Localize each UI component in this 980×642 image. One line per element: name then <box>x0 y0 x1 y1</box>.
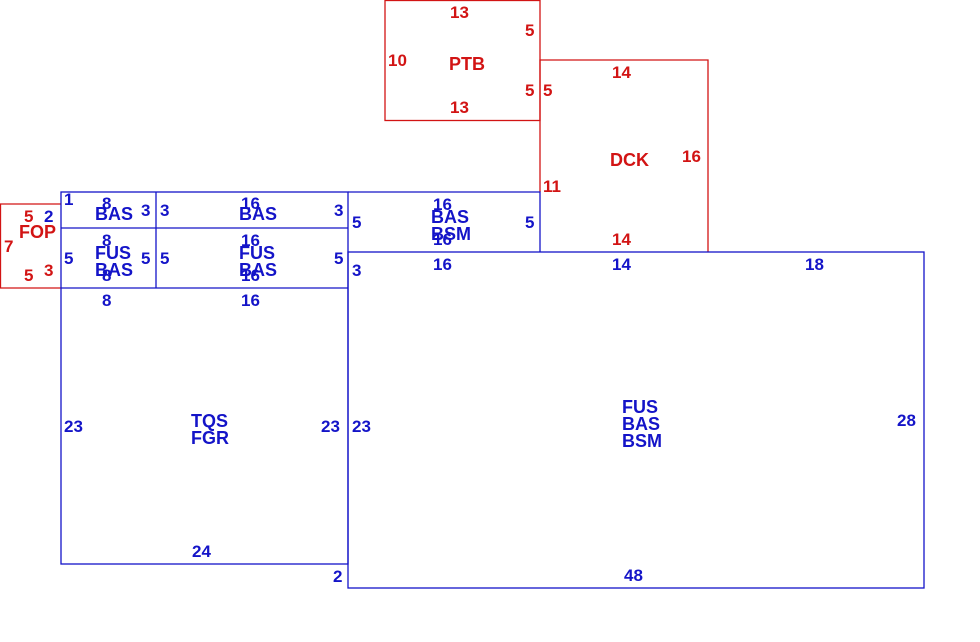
dck-dim-left-a: 5 <box>543 81 552 100</box>
left-middle-label-2: BAS <box>95 260 133 280</box>
lower-left-dim-top-b: 16 <box>241 291 260 310</box>
dck-dim-left-b: 11 <box>543 177 561 196</box>
ptb-dim-bottom: 13 <box>450 98 469 117</box>
dck-dim-top: 14 <box>612 63 631 82</box>
ptb-dim-left: 10 <box>388 51 407 70</box>
left-middle-dim-top: 8 <box>102 231 111 250</box>
dck-code: DCK <box>610 150 649 170</box>
lower-left-dim-corner: 2 <box>333 567 342 586</box>
center-upper-dim-top: 16 <box>241 194 260 213</box>
center-middle-label-1: FUS <box>239 243 275 263</box>
left-middle-dim-right: 5 <box>141 249 150 268</box>
left-upper-dim-right: 3 <box>141 201 150 220</box>
left-upper-dim-top: 8 <box>102 194 111 213</box>
lower-right-dim-bottom: 48 <box>624 566 643 585</box>
lower-left-dim-right: 23 <box>321 417 340 436</box>
dck-dim-bottom: 14 <box>612 230 631 249</box>
dck-dim-right: 16 <box>682 147 701 166</box>
fop-outline <box>0 203 61 289</box>
right-upper-dim-bottom: 16 <box>433 230 452 249</box>
left-upper-label-1: BAS <box>95 204 133 224</box>
lower-right-dim-top-b: 14 <box>612 255 631 274</box>
center-middle-label-2: BAS <box>239 260 277 280</box>
right-upper-label-1: BAS <box>431 207 469 227</box>
lower-left-dim-left: 23 <box>64 417 83 436</box>
left-upper-dim-corner: 1 <box>64 190 73 209</box>
right-upper-dim-top: 16 <box>433 195 452 214</box>
lower-right-outline <box>347 251 925 589</box>
ptb-code: PTB <box>449 54 485 74</box>
fop-code: FOP <box>19 222 56 242</box>
lower-right-dim-top-a: 16 <box>433 255 452 274</box>
center-middle-dim-right: 5 <box>334 249 343 268</box>
lower-left-label-1: TQS <box>191 411 228 431</box>
left-middle-label-1: FUS <box>95 243 131 263</box>
right-upper-dim-right: 5 <box>525 213 534 232</box>
lower-right-label-2: BAS <box>622 414 660 434</box>
fop-dim-right-b: 3 <box>44 261 53 280</box>
center-middle-dim-bottom: 16 <box>241 266 260 285</box>
ptb-dim-top: 13 <box>450 3 469 22</box>
left-middle-dim-left: 5 <box>64 249 73 268</box>
center-middle-dim-left: 5 <box>160 249 169 268</box>
center-upper-label-1: BAS <box>239 204 277 224</box>
lower-right-label-1: FUS <box>622 397 658 417</box>
fop-dim-left: 7 <box>4 237 13 256</box>
lower-right-dim-notch: 3 <box>352 261 361 280</box>
ptb-dim-right-b: 5 <box>525 81 534 100</box>
lower-right-dim-right: 28 <box>897 411 916 430</box>
fop-dim-top: 5 <box>24 207 33 226</box>
right-upper-label-2: BSM <box>431 224 471 244</box>
fop-dim-right-a: 2 <box>44 207 53 226</box>
center-middle-dim-top: 16 <box>241 231 260 250</box>
lower-right-dim-left: 23 <box>352 417 371 436</box>
left-middle-dim-bottom: 8 <box>102 266 111 285</box>
center-upper-dim-right: 3 <box>334 201 343 220</box>
lower-left-label-2: FGR <box>191 428 229 448</box>
ptb-dim-right-a: 5 <box>525 21 534 40</box>
lower-left-dim-top-a: 8 <box>102 291 111 310</box>
lower-left-dim-bottom: 24 <box>192 542 211 561</box>
fop-dim-bottom: 5 <box>24 266 33 285</box>
right-upper-outline <box>348 191 541 252</box>
right-upper-dim-left: 5 <box>352 213 361 232</box>
lower-right-label-3: BSM <box>622 431 662 451</box>
center-upper-dim-left: 3 <box>160 201 169 220</box>
dck-outline <box>539 59 709 252</box>
lower-right-dim-top-c: 18 <box>805 255 824 274</box>
